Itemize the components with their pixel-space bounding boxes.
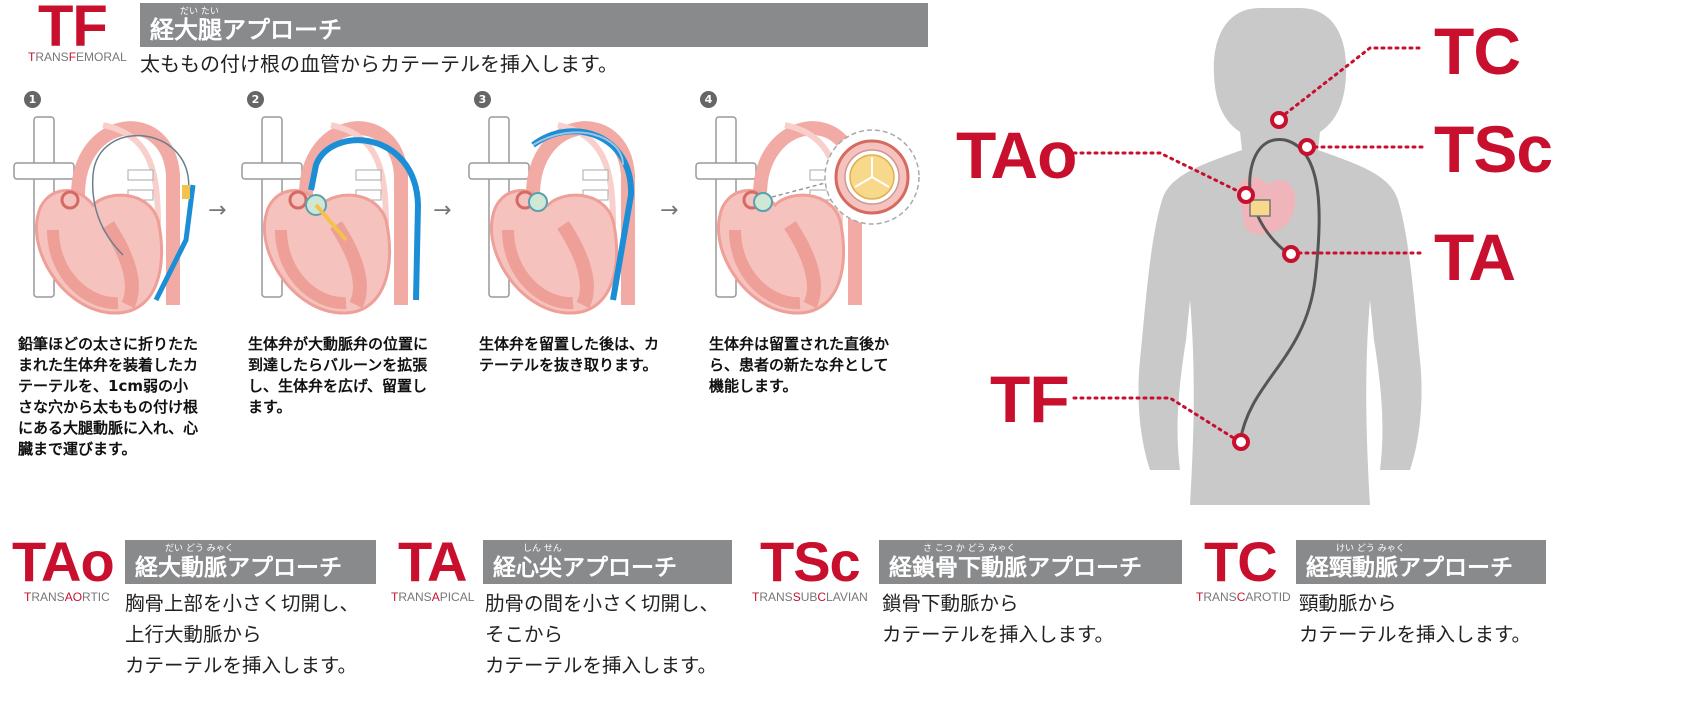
label-tsc: TSc <box>1434 112 1553 186</box>
tao-title: 経大動脈アプローチ <box>135 555 342 581</box>
label-tao: TAo <box>956 118 1077 192</box>
tao-description: 胸骨上部を小さく切開し、上行大動脈からカテーテルを挿入します。 <box>125 592 360 677</box>
tsc-description: 鎖骨下動脈からカテーテルを挿入します。 <box>882 592 1115 646</box>
ta-ruby: しん せん <box>523 544 562 554</box>
tc-abbr: TC <box>1204 530 1278 593</box>
tsc-subtitle: TRANSSUBCLAVIAN <box>752 590 868 604</box>
tc-title: 経頸動脈アプローチ <box>1306 555 1513 581</box>
tc-subtitle: TRANSCAROTID <box>1196 590 1291 604</box>
tf-procedure-illustration: → → → <box>8 105 920 315</box>
heart-step-4 <box>696 117 920 313</box>
tf-subtitle: TRANSFEMORAL <box>28 50 127 64</box>
heart-step-1 <box>14 117 196 313</box>
tsc-ruby: さ こつ か どう みゃく <box>923 544 1016 554</box>
ta-subtitle: TRANSAPICAL <box>391 590 475 604</box>
tc-ruby: けい どう みゃく <box>1336 544 1405 554</box>
tsc-title-band: さ こつ か どう みゃく 経鎖骨下動脈アプローチ <box>879 540 1182 584</box>
label-tf: TF <box>990 362 1070 436</box>
tc-description: 頸動脈からカテーテルを挿入します。 <box>1299 592 1532 646</box>
ta-abbr: TA <box>398 530 467 593</box>
tao-abbr: TAo <box>12 530 115 593</box>
label-ta: TA <box>1434 220 1516 294</box>
step-text-4: 生体弁は留置された直後から、患者の新たな弁として機能します。 <box>709 335 890 395</box>
tf-abbr: TF <box>38 0 108 59</box>
step-text-3: 生体弁を留置した後は、カテーテルを抜き取ります。 <box>479 335 660 374</box>
tao-ruby: だい どう みゃく <box>165 544 234 554</box>
heart-step-2 <box>242 117 422 313</box>
step-text-1: 鉛筆ほどの太さに折りたたまれた生体弁を装着したカテーテルを、1cm弱の小さな穴か… <box>18 335 199 458</box>
tc-title-band: けい どう みゃく 経頸動脈アプローチ <box>1296 540 1546 584</box>
ta-description: 肋骨の間を小さく切開し、そこからカテーテルを挿入します。 <box>485 592 720 677</box>
arrow-1: → <box>208 198 226 223</box>
step-number-3: 3 <box>474 91 491 108</box>
step-number-1: 1 <box>24 91 41 108</box>
tf-title: 経大腿アプローチ <box>150 16 342 44</box>
ta-title-band: しん せん 経心尖アプローチ <box>483 540 732 584</box>
tao-subtitle: TRANSAORTIC <box>24 590 110 604</box>
body-access-diagram <box>1072 8 1424 505</box>
tf-ruby: だい たい <box>180 7 219 17</box>
step-number-4: 4 <box>700 91 717 108</box>
tsc-title: 経鎖骨下動脈アプローチ <box>889 555 1142 581</box>
label-tc: TC <box>1434 14 1521 88</box>
body-silhouette <box>1138 8 1422 505</box>
step-number-2: 2 <box>247 91 264 108</box>
tf-title-band: だい たい 経大腿アプローチ <box>140 3 928 47</box>
arrow-2: → <box>433 198 451 223</box>
tf-description: 太ももの付け根の血管からカテーテルを挿入します。 <box>140 52 618 76</box>
arrow-3: → <box>660 198 678 223</box>
step-text-2: 生体弁が大動脈弁の位置に到達したらバルーンを拡張し、生体弁を広げ、留置します。 <box>248 335 429 416</box>
tsc-abbr: TSc <box>760 530 861 593</box>
heart-step-3 <box>469 117 631 313</box>
tao-title-band: だい どう みゃく 経大動脈アプローチ <box>125 540 376 584</box>
ta-title: 経心尖アプローチ <box>493 555 677 581</box>
